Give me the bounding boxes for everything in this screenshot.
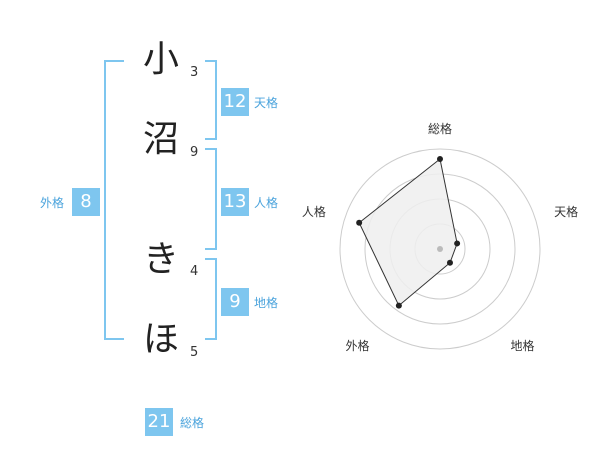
radar-point [437,156,443,162]
soukaku-label: 総格 [180,416,205,430]
radar-axis-label: 外格 [345,338,369,353]
stroke-count-4: 5 [190,345,199,360]
name-char-3: き [143,239,180,280]
tenkaku-value: 12 [221,88,249,116]
name-char-2: 沼 [143,119,180,160]
gaikaku-label: 外格 [40,196,65,210]
radar-axis-label: 天格 [554,204,578,219]
gaikaku-bracket [104,60,124,340]
gaikaku-value: 8 [72,188,100,216]
jinkaku-bracket [205,148,217,250]
name-char-4: ほ [143,319,180,360]
stroke-count-3: 4 [190,264,199,279]
radar-axis-label: 地格 [511,338,535,353]
radar-area [358,158,458,307]
radar-point [356,219,363,226]
radar-point [454,240,461,247]
tenkaku-bracket [205,60,217,140]
jinkaku-label: 人格 [254,196,279,210]
tenkaku-label: 天格 [254,96,279,110]
radar-point [446,259,453,266]
radar-point [395,302,402,309]
jinkaku-value: 13 [221,188,249,216]
radar-ring [339,148,541,350]
stroke-count-1: 3 [190,65,199,80]
chikaku-bracket [205,258,217,340]
chikaku-value: 9 [221,288,249,316]
radar-axis-label: 人格 [302,204,326,219]
soukaku-value: 21 [145,408,173,436]
chikaku-label: 地格 [254,296,279,310]
stroke-count-2: 9 [190,145,199,160]
name-char-1: 小 [143,39,180,80]
radar-center [437,246,443,252]
radar-axis-label: 総格 [428,121,452,136]
